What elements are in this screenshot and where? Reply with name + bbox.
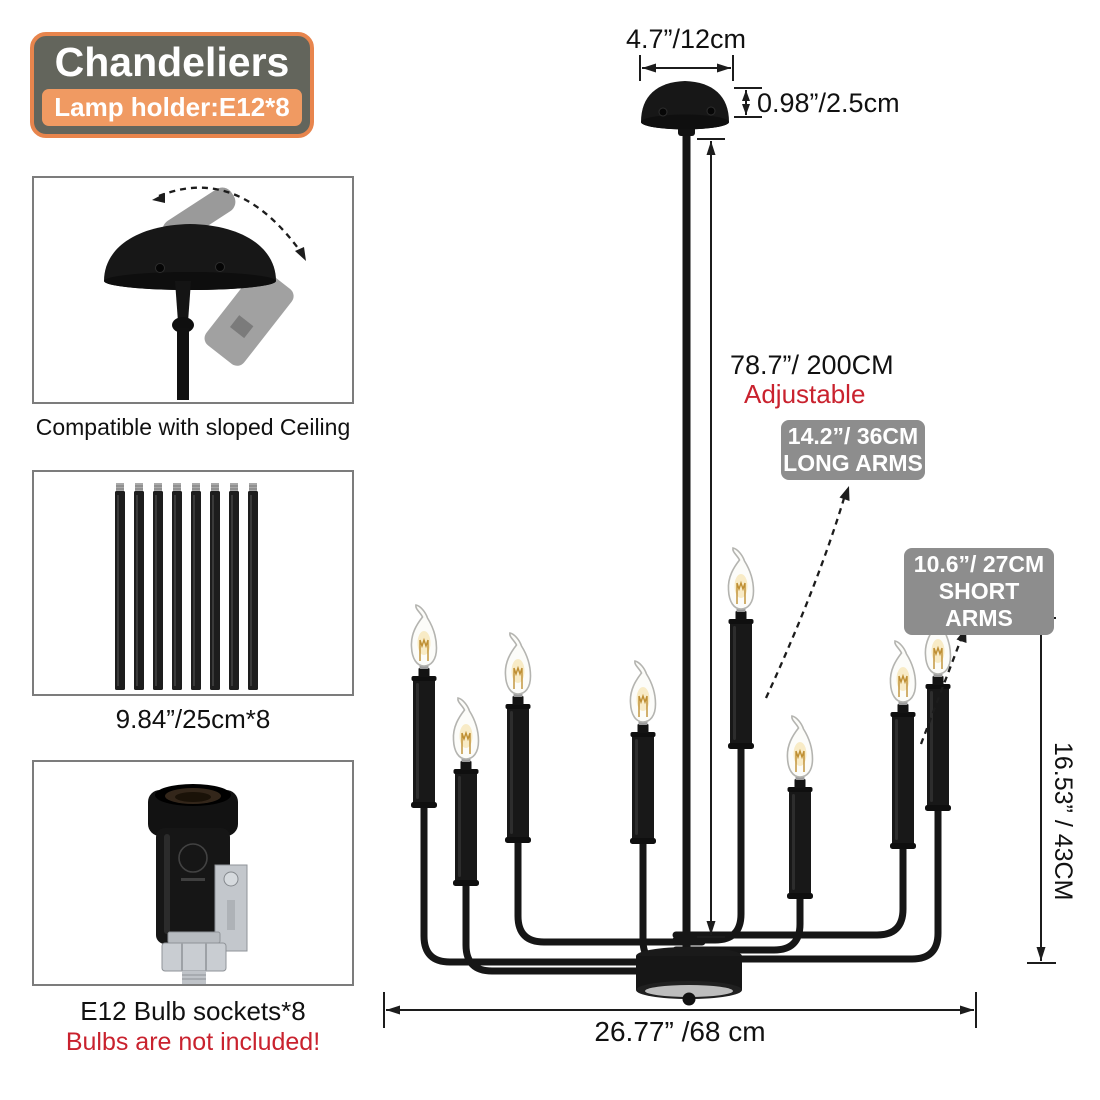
panel-rods bbox=[32, 470, 354, 696]
sloped-ceiling-caption: Compatible with sloped Ceiling bbox=[35, 414, 351, 440]
panel-sloped-ceiling bbox=[32, 176, 354, 404]
short-arms-badge: 10.6”/ 27CM SHORT ARMS bbox=[904, 548, 1054, 635]
bulbs-warning: Bulbs are not included! bbox=[65, 1028, 321, 1056]
dimension-canopy-height bbox=[734, 87, 762, 118]
dimension-body-width bbox=[383, 992, 977, 1028]
header-badge: Chandeliers Lamp holder:E12*8 bbox=[30, 32, 314, 138]
adjustable-label: Adjustable bbox=[744, 379, 866, 409]
canopy-width-label: 4.7”/12cm bbox=[625, 24, 747, 54]
chandelier-arms bbox=[420, 740, 942, 975]
long-arms-measure: 14.2”/ 36CM bbox=[787, 423, 919, 449]
sloped-ceiling-icon bbox=[104, 186, 306, 400]
bulb-socket-icon bbox=[148, 784, 248, 984]
canopy-height-label: 0.98”/2.5cm bbox=[757, 88, 900, 118]
long-arms-pointer-arrow bbox=[764, 486, 850, 699]
rods-icon bbox=[115, 483, 258, 690]
drop-length-label: 78.7”/ 200CM bbox=[730, 350, 894, 380]
long-arms-badge: 14.2”/ 36CM LONG ARMS bbox=[781, 420, 925, 480]
body-height-label: 16.53” / 43CM bbox=[1049, 742, 1077, 901]
center-hub bbox=[636, 947, 742, 1006]
socket-caption: E12 Bulb sockets*8 bbox=[80, 996, 306, 1026]
panel-socket bbox=[32, 760, 354, 986]
tilt-arc-arrow bbox=[158, 186, 304, 256]
candle-lights bbox=[410, 547, 952, 899]
body-width-label: 26.77” /68 cm bbox=[594, 1016, 766, 1047]
short-arms-text: SHORT ARMS bbox=[938, 578, 1020, 631]
down-rod bbox=[678, 126, 695, 958]
long-arms-text: LONG ARMS bbox=[783, 450, 923, 476]
product-category-title: Chandeliers bbox=[54, 39, 290, 85]
ceiling-canopy bbox=[641, 81, 729, 130]
rods-caption: 9.84”/25cm*8 bbox=[115, 704, 271, 734]
dimension-canopy-width bbox=[639, 55, 734, 81]
lamp-holder-label: Lamp holder:E12*8 bbox=[42, 89, 302, 126]
dimension-drop-length bbox=[697, 138, 725, 938]
short-arms-measure: 10.6”/ 27CM bbox=[913, 551, 1045, 577]
